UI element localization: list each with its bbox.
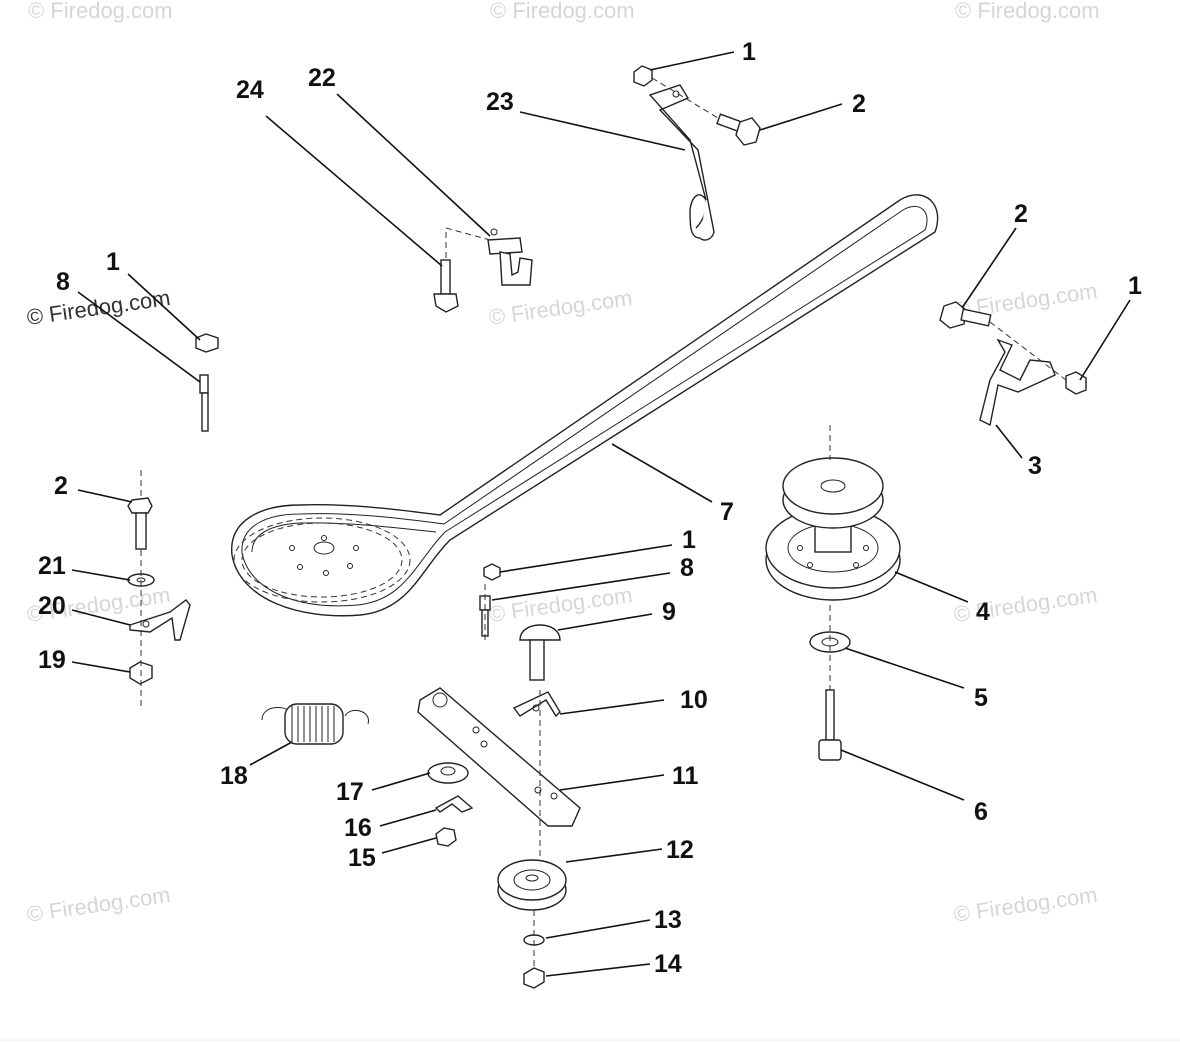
engine-pulley — [765, 425, 901, 761]
callout-16: 16 — [344, 814, 372, 842]
callout-9: 9 — [662, 598, 676, 626]
watermark: © Firedog.com — [955, 0, 1100, 23]
callout-18: 18 — [220, 762, 248, 790]
callout-11: 11 — [672, 762, 699, 790]
idler-arm-assembly — [417, 563, 581, 989]
callout-24: 24 — [236, 76, 264, 104]
drive-belt — [231, 194, 939, 617]
callout-1: 1 — [106, 248, 120, 276]
callout-14: 14 — [654, 950, 682, 978]
callout-22: 22 — [308, 64, 336, 92]
watermark: © Firedog.com — [952, 882, 1099, 927]
callout-2: 2 — [852, 90, 866, 118]
callout-8: 8 — [680, 554, 694, 582]
callouts: 1 2 23 24 22 2 1 3 1 8 7 4 5 6 2 21 20 1… — [38, 38, 1142, 978]
callout-1: 1 — [1128, 272, 1142, 300]
callout-1: 1 — [682, 526, 696, 554]
callout-1: 1 — [742, 38, 756, 66]
callout-23: 23 — [486, 88, 514, 116]
callout-13: 13 — [654, 906, 682, 934]
watermark: © Firedog.com — [25, 882, 172, 927]
callout-4: 4 — [976, 598, 990, 626]
callout-2: 2 — [54, 472, 68, 500]
belt-guide-top — [633, 65, 761, 241]
watermark: © Firedog.com — [28, 0, 173, 23]
belt-guide-22 — [433, 227, 533, 313]
watermark: © Firedog.com — [490, 0, 635, 23]
callout-10: 10 — [680, 686, 708, 714]
watermark: © Firedog.com — [487, 285, 634, 330]
callout-21: 21 — [38, 552, 66, 580]
spring — [261, 703, 369, 745]
belt-guide-right — [939, 301, 1087, 427]
callout-8: 8 — [56, 268, 70, 296]
callout-19: 19 — [38, 646, 66, 674]
callout-6: 6 — [974, 798, 988, 826]
leader-lines — [71, 51, 1131, 977]
callout-5: 5 — [974, 684, 988, 712]
callout-15: 15 — [348, 844, 376, 872]
callout-3: 3 — [1028, 452, 1042, 480]
callout-12: 12 — [666, 836, 694, 864]
stud-top-left — [195, 333, 219, 432]
callout-2: 2 — [1014, 200, 1028, 228]
watermark: © Firedog.com — [952, 582, 1099, 627]
idler-bracket-hardware — [127, 470, 191, 710]
callout-20: 20 — [38, 592, 66, 620]
callout-7: 7 — [720, 498, 734, 526]
callout-17: 17 — [336, 778, 364, 806]
